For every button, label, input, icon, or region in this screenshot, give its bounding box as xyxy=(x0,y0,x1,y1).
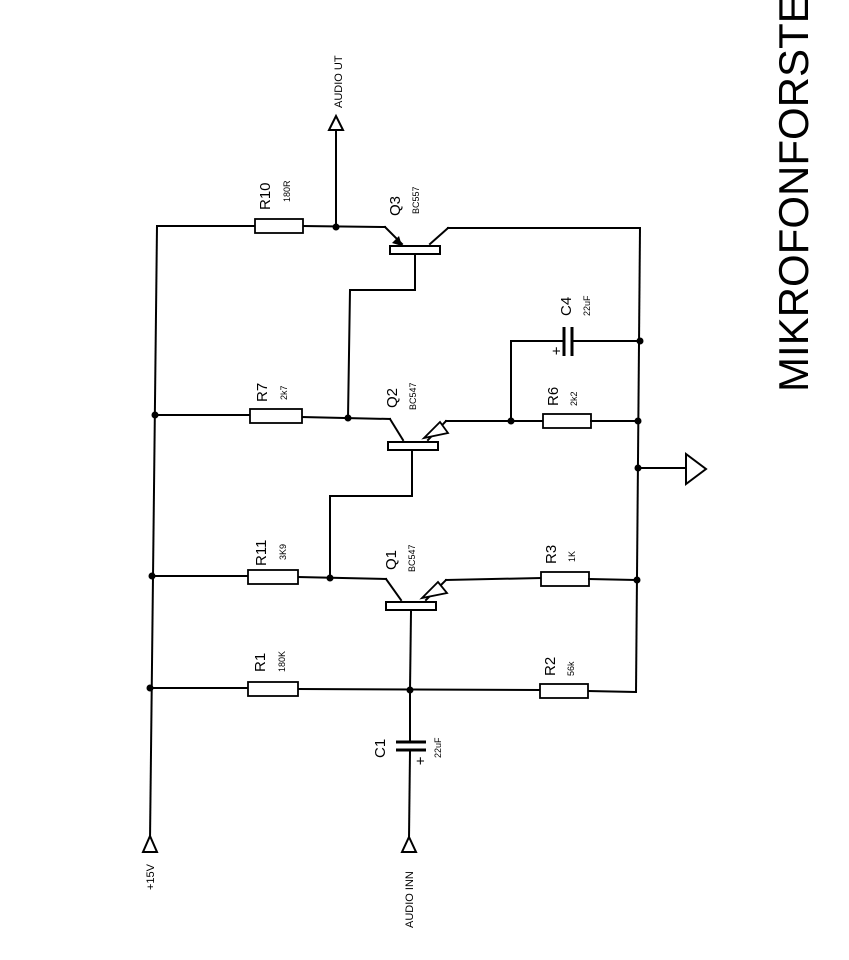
transistor-q2 xyxy=(329,417,544,579)
q2-value: BC547 xyxy=(408,382,418,410)
resistor-r6 xyxy=(542,413,592,429)
q3-value: BC557 xyxy=(411,186,421,214)
junction-dot xyxy=(146,684,154,692)
q1-ref: Q1 xyxy=(383,550,400,570)
capacitor-c4 xyxy=(562,327,574,356)
resistor-r11 xyxy=(247,569,299,585)
audio-out-arrow xyxy=(327,113,345,131)
r7-ref: R7 xyxy=(254,383,271,402)
r3-value: 1K xyxy=(567,551,577,562)
junction-dot xyxy=(326,574,334,582)
q2-ref: Q2 xyxy=(384,388,401,408)
r7-value: 2k7 xyxy=(279,385,289,400)
c4-ref: C4 xyxy=(558,297,575,316)
ground-rail xyxy=(634,226,642,694)
audio-in-arrow xyxy=(400,834,418,853)
wire-r3-row xyxy=(587,577,639,582)
q3-ref: Q3 xyxy=(387,196,404,216)
r1-value: 180K xyxy=(277,651,287,672)
r10-ref: R10 xyxy=(257,182,274,210)
junction-dot xyxy=(633,576,641,584)
audio-out-label: AUDIO UT xyxy=(333,55,345,108)
junction-dot xyxy=(344,414,352,422)
junction-dot xyxy=(151,411,159,419)
c4-value: 22uF xyxy=(582,295,592,316)
supply-rail xyxy=(148,224,159,842)
ground-arrow xyxy=(637,452,708,486)
audio-in-label: AUDIO INN xyxy=(404,871,416,928)
r3-ref: R3 xyxy=(543,545,560,564)
r10-value: 180R xyxy=(282,180,292,202)
r11-ref: R11 xyxy=(253,540,270,566)
resistor-r7 xyxy=(249,408,303,424)
resistor-r2 xyxy=(539,683,589,699)
transistor-q1 xyxy=(384,576,543,692)
q1-value: BC547 xyxy=(407,544,417,572)
r11-value: 3K9 xyxy=(278,544,288,560)
resistor-r1 xyxy=(247,681,299,697)
supply-arrow xyxy=(141,833,159,853)
resistor-r10 xyxy=(254,218,304,234)
junction-dot xyxy=(634,417,642,425)
transistor-q3 xyxy=(346,225,641,420)
junction-dot xyxy=(636,337,644,345)
junction-dot xyxy=(634,464,642,472)
resistor-r3 xyxy=(540,571,590,587)
capacitor-c1 xyxy=(396,689,426,840)
diagram-title: MIKROFONFORSTER xyxy=(770,0,817,392)
wire-r6-row xyxy=(510,340,641,422)
r6-ref: R6 xyxy=(545,387,562,406)
c1-polarity: + xyxy=(416,753,425,770)
junction-dot xyxy=(148,572,156,580)
wire-r10-row xyxy=(156,129,387,229)
wire-r1-row xyxy=(149,687,638,694)
c1-ref: C1 xyxy=(372,739,389,758)
r2-value: 56k xyxy=(566,661,576,676)
junction-dot xyxy=(507,417,515,425)
junction-dot xyxy=(332,223,340,231)
supply-label: +15V xyxy=(145,863,157,890)
r1-ref: R1 xyxy=(252,653,269,672)
r2-ref: R2 xyxy=(542,657,559,676)
c1-value: 22uF xyxy=(433,737,443,758)
c4-polarity: + xyxy=(552,343,561,360)
wire-r11-row xyxy=(151,575,388,581)
r6-value: 2k2 xyxy=(569,391,579,406)
